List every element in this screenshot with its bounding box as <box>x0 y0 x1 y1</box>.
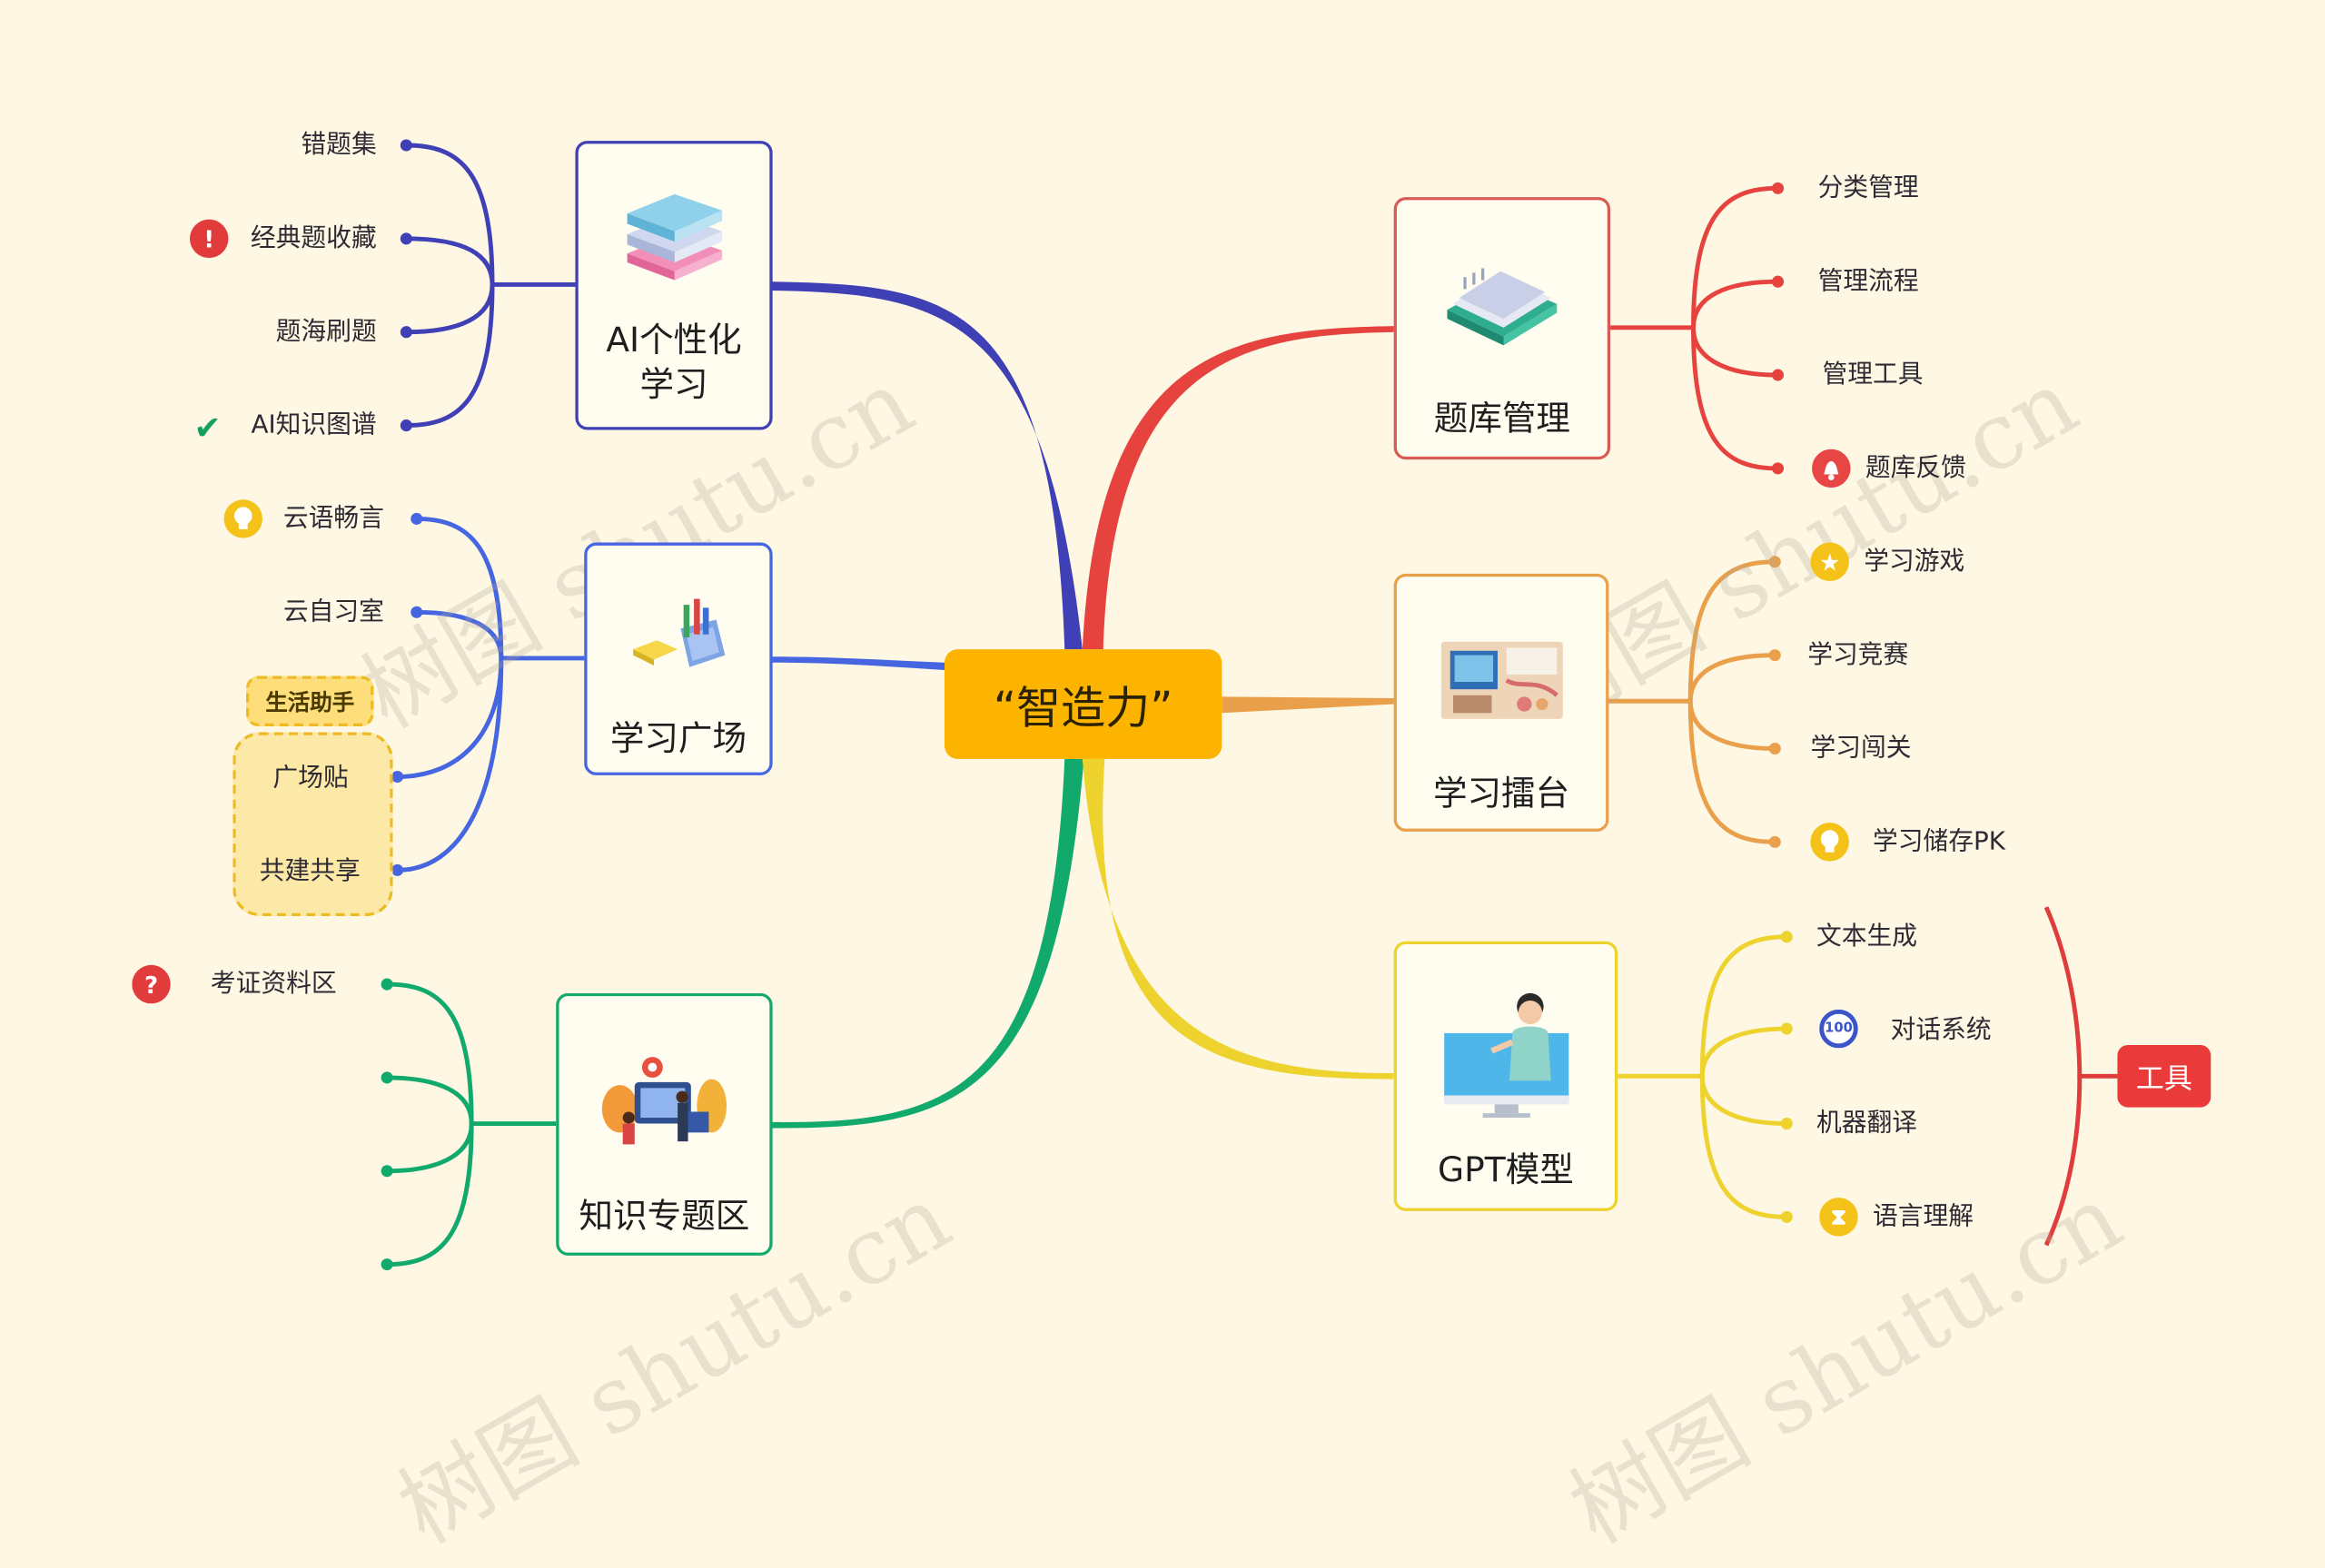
leaf-cloud-chat[interactable]: 云语畅言 <box>282 504 384 534</box>
tools-summary-tag[interactable]: 工具 <box>2117 1045 2211 1108</box>
star-icon: ★ <box>1810 542 1849 581</box>
topic-bank-management[interactable]: 题库管理 <box>1393 197 1611 460</box>
topic-ai-learning-title-line2: 学习 <box>639 366 708 405</box>
question-icon: ? <box>132 964 171 1004</box>
team-study-icon <box>601 1057 727 1145</box>
leaf-dialogue-system[interactable]: 对话系统 <box>1890 1015 1992 1046</box>
leaf-wrong-questions[interactable]: 错题集 <box>301 130 377 161</box>
leaf-classic-favorites[interactable]: 经典题收藏 <box>250 223 377 254</box>
connector-lines <box>381 139 2118 1271</box>
leaf-square-post[interactable]: 广场贴 <box>272 763 349 794</box>
check-icon: ✔ <box>193 409 222 448</box>
topic-bank-management-title: 题库管理 <box>1433 399 1570 439</box>
leaf-question-drill[interactable]: 题海刷题 <box>275 317 377 348</box>
presenter-icon <box>1443 992 1568 1119</box>
mind-map-canvas: 树图 shutu.cn 树图 shutu.cn 树图 shutu.cn 树图 s… <box>132 130 2211 1564</box>
topic-study-arena[interactable]: 学习擂台 <box>1393 573 1609 832</box>
central-topic-label: “智造力” <box>993 683 1173 735</box>
leaf-certificate-materials[interactable]: 考证资料区 <box>210 969 337 1000</box>
leaf-ai-knowledge-graph[interactable]: AI知识图谱 <box>251 410 377 440</box>
topic-ai-learning-title-line1: AI个性化 <box>606 321 742 360</box>
lightbulb-icon <box>1810 823 1849 862</box>
leaf-category-management[interactable]: 分类管理 <box>1817 173 1919 203</box>
leaf-machine-translation[interactable]: 机器翻译 <box>1815 1109 1918 1139</box>
leaf-text-generation[interactable]: 文本生成 <box>1815 922 1918 952</box>
leaf-co-build-share[interactable]: 共建共享 <box>259 856 361 887</box>
hourglass-icon: ⧗ <box>1819 1198 1858 1237</box>
leaf-cloud-study-room[interactable]: 云自习室 <box>282 597 384 627</box>
leaf-management-process[interactable]: 管理流程 <box>1817 266 1919 297</box>
topic-study-square-title: 学习广场 <box>609 720 747 759</box>
topic-knowledge-zone-title: 知识专题区 <box>579 1198 750 1237</box>
leaf-bank-feedback[interactable]: 题库反馈 <box>1865 453 1966 484</box>
leaf-study-contest[interactable]: 学习竞赛 <box>1807 640 1909 670</box>
topic-study-arena-title: 学习擂台 <box>1432 774 1570 814</box>
topic-gpt-model[interactable]: GPT模型 <box>1393 941 1618 1211</box>
leaf-management-tools[interactable]: 管理工具 <box>1822 360 1924 390</box>
stationery-icon <box>632 598 725 667</box>
group-label-life-assistant[interactable]: 生活助手 <box>246 676 374 726</box>
exclamation-icon: ! <box>189 219 229 259</box>
leaf-study-levels[interactable]: 学习闯关 <box>1810 734 1912 764</box>
central-topic[interactable]: “智造力” <box>944 649 1222 759</box>
notebook-icon <box>1447 268 1558 346</box>
leaf-language-understanding[interactable]: 语言理解 <box>1873 1202 1974 1232</box>
moodboard-icon <box>1440 641 1562 719</box>
bell-icon <box>1812 449 1851 488</box>
leaf-study-games[interactable]: 学习游戏 <box>1864 547 1965 577</box>
topic-study-square[interactable]: 学习广场 <box>584 542 773 775</box>
tools-summary-label: 工具 <box>2135 1061 2192 1095</box>
lightbulb-icon <box>223 499 262 538</box>
score-100-icon: 100 <box>1819 1009 1858 1049</box>
books-icon <box>626 193 722 281</box>
topic-ai-learning[interactable]: AI个性化 学习 <box>575 141 773 430</box>
topic-gpt-model-title: GPT模型 <box>1438 1151 1574 1191</box>
topic-knowledge-zone[interactable]: 知识专题区 <box>556 992 773 1256</box>
leaf-study-save-pk[interactable]: 学习储存PK <box>1873 827 2006 857</box>
dashed-group-boundary <box>232 732 393 916</box>
